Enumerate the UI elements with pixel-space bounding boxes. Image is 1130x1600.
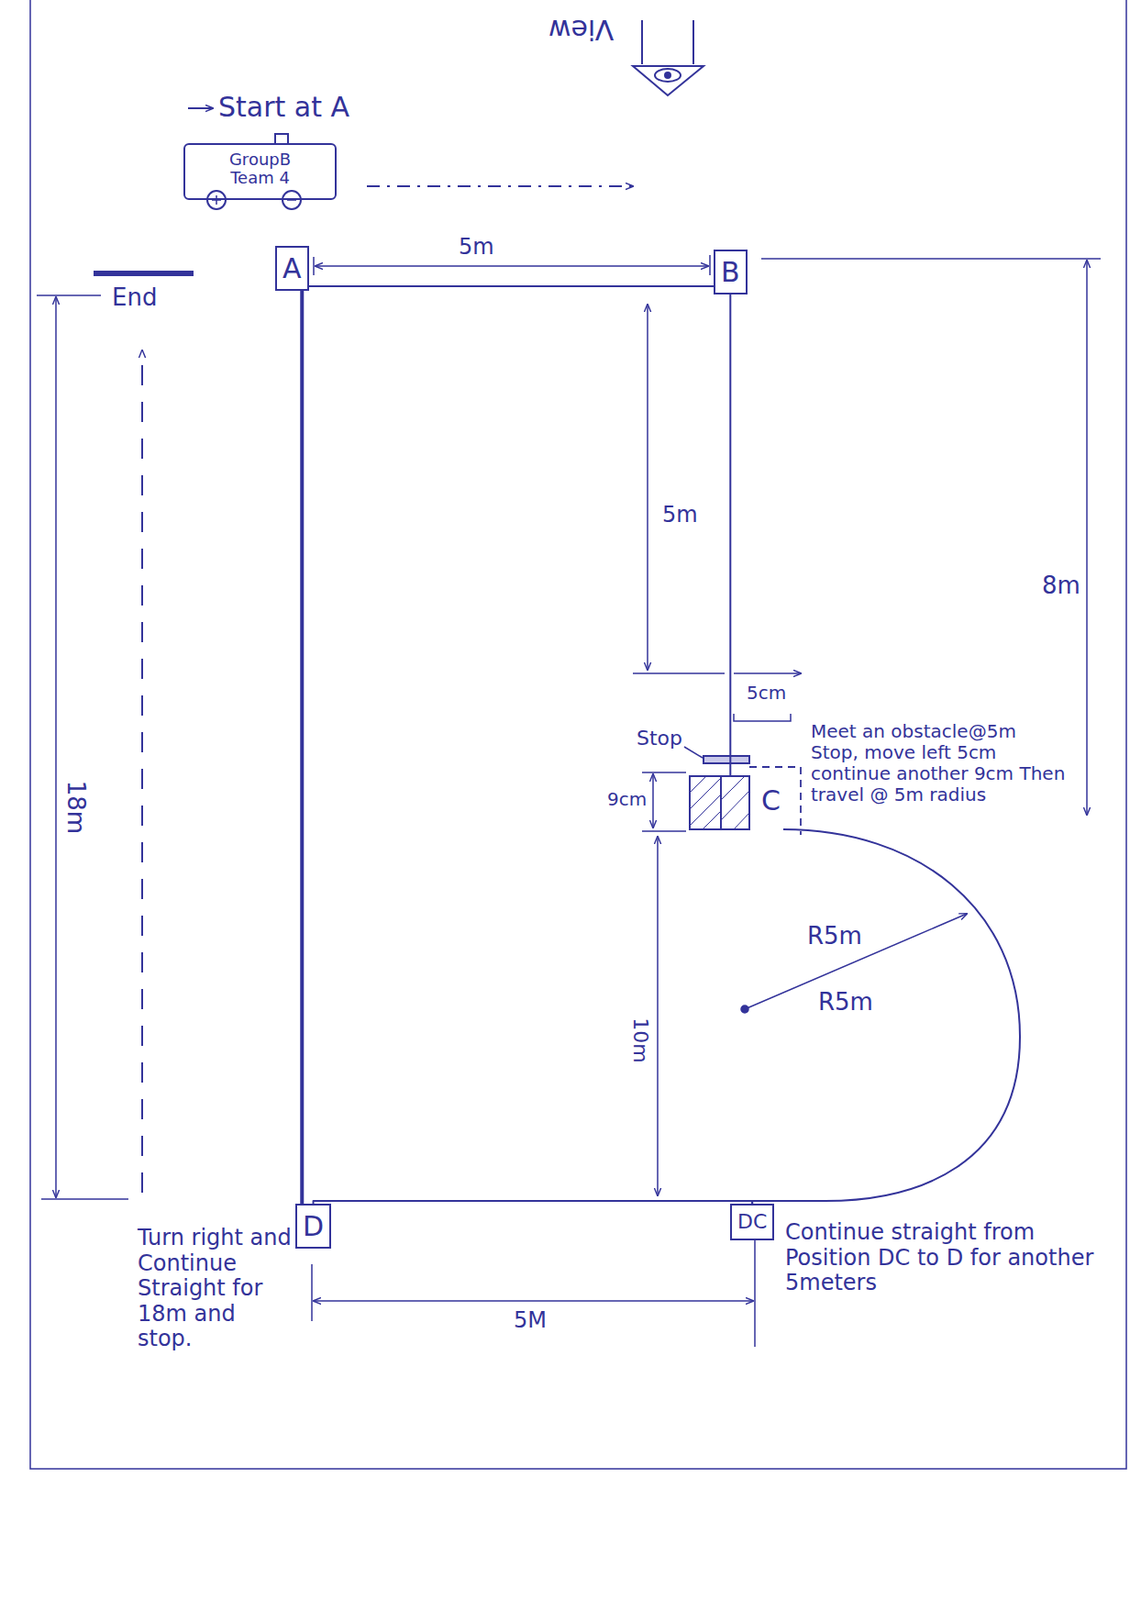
point-box: B	[713, 249, 748, 295]
point-name: C	[761, 785, 793, 816]
dimension-label: 8m	[1041, 572, 1081, 600]
dimension-line	[315, 265, 709, 267]
dimension-line	[652, 774, 654, 828]
view-eye-symbol	[632, 20, 704, 96]
dimension-line	[733, 672, 801, 675]
point-name: GroupB Team 4	[220, 150, 300, 188]
dimension-line	[1085, 260, 1088, 815]
obstacle	[749, 766, 801, 835]
car-drawing	[366, 185, 633, 188]
obstacle	[720, 775, 722, 830]
route-line	[299, 290, 304, 1204]
point-name: D	[302, 1210, 324, 1241]
dimension-line	[313, 1299, 754, 1302]
start-note: Start at A	[218, 91, 350, 124]
end-label: End	[111, 284, 157, 312]
dimension-line	[36, 254, 1101, 1347]
obstacle	[703, 755, 750, 764]
car-drawing	[207, 133, 633, 210]
dimension-label: 5M	[513, 1307, 547, 1334]
route-line	[309, 285, 714, 288]
instruction-note: Meet an obstacle@5m Stop, move left 5cm …	[810, 720, 1068, 806]
dimension-line	[709, 254, 711, 276]
dimension-label: 5m	[458, 234, 495, 261]
end-marker	[93, 270, 194, 277]
dimension-line	[632, 672, 725, 675]
end-marker	[93, 273, 194, 1193]
route-line	[313, 1200, 754, 1204]
dimension-line	[646, 304, 649, 670]
obstacle	[684, 746, 801, 835]
view-eye-symbol	[632, 20, 704, 96]
view-eye-symbol	[664, 72, 671, 78]
car-drawing	[275, 133, 289, 144]
obstacle	[689, 775, 750, 830]
point-name: A	[282, 253, 302, 284]
instruction-note: Turn right and Continue Straight for 18m…	[137, 1225, 296, 1352]
stop-label: Stop	[636, 726, 683, 750]
point-box: A	[275, 245, 310, 291]
dimension-line	[36, 294, 101, 297]
route-line	[752, 829, 1020, 1204]
dimension-label: 5cm	[746, 682, 787, 704]
dimension-line	[761, 257, 1101, 260]
car-drawing	[211, 195, 297, 205]
dimension-line	[55, 297, 57, 1197]
car-body: GroupB Team 4	[183, 143, 337, 200]
obstacle	[684, 746, 703, 758]
end-marker	[141, 350, 144, 1193]
radius-label: R5m	[818, 988, 874, 1017]
dimension-line	[656, 836, 659, 1196]
obstacle	[689, 775, 750, 830]
route-line	[729, 294, 732, 776]
start-arrow	[188, 107, 213, 110]
dimension-label: 9cm	[607, 788, 647, 810]
dimension-line	[642, 771, 687, 774]
page-border	[30, 0, 1127, 1469]
dimension-label: 18m	[61, 780, 89, 834]
dimension-line	[41, 1197, 129, 1200]
radius-label: R5m	[807, 922, 863, 951]
dimension-line	[733, 713, 791, 721]
point-name: DC	[737, 1210, 767, 1233]
instruction-note: Continue straight from Position DC to D …	[785, 1219, 1107, 1297]
page-border	[30, 0, 1127, 1469]
dimension-line	[642, 830, 687, 832]
dimension-line	[753, 1240, 756, 1347]
dimension-label: 10m	[628, 1017, 652, 1063]
dimension-label: 5m	[662, 502, 698, 529]
view-label: View	[548, 12, 614, 45]
point-marker: C	[689, 775, 793, 830]
dimension-line	[310, 1263, 313, 1321]
point-name: B	[720, 256, 741, 288]
point-box: D	[295, 1203, 332, 1249]
point-box: DC	[730, 1203, 775, 1241]
dimension-line	[312, 256, 315, 276]
start-arrow	[188, 107, 213, 110]
view-eye-symbol	[654, 68, 681, 82]
